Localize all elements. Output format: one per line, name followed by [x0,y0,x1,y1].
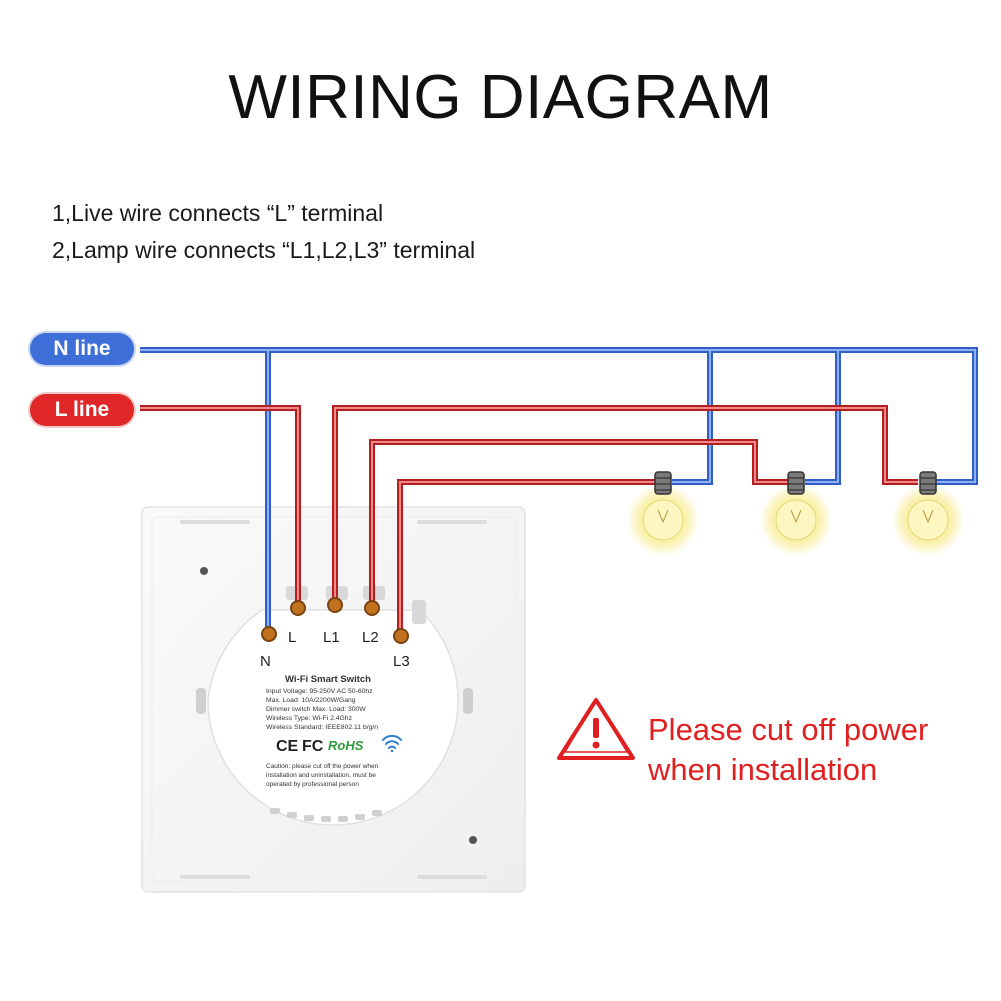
module-spec: Max. Load: 10A/2200W/Gang [266,697,356,704]
terminal-label-l2: L2 [362,629,379,646]
neutral-wires [140,347,978,632]
warning-triangle-icon [557,698,635,760]
mount-slot [463,688,473,714]
screw-hole [200,567,208,575]
terminal-label-l: L [288,629,296,646]
rohs-mark: RoHS [328,738,364,753]
module-caution: operated by professional person [266,781,359,788]
terminal-label-l3: L3 [393,653,410,670]
screw-hole [469,836,477,844]
smart-switch-module [207,586,459,826]
diagram-title: WIRING DIAGRAM [228,63,773,132]
terminal-screws [261,597,409,644]
ce-mark: CE [276,738,299,755]
warning-text-line-2: when installation [648,752,878,787]
wifi-icon [382,734,402,753]
fc-mark: FC [302,738,324,755]
live-wires [140,405,918,635]
mount-slot [196,688,206,714]
module-caution: installation and uninstallation, must be [266,772,376,779]
terminal-label-l1: L1 [323,629,340,646]
warning-text-line-1: Please cut off power [648,712,929,747]
instruction-lamp-wire: 2,Lamp wire connects “L1,L2,L3” terminal [52,237,476,263]
light-bulb-icon [627,471,699,556]
light-bulb-icon [760,471,832,556]
module-spec: Wireless Type: Wi-Fi 2.4Ghz [266,715,353,722]
n-line-label: N line [30,333,134,365]
module-title: Wi-Fi Smart Switch [285,674,371,685]
light-bulb-icon [892,471,964,556]
module-caution: Caution: please cut off the power when [266,763,379,770]
terminal-label-n: N [260,653,271,670]
module-spec: Wireless Standard: IEEE802.11 b/g/n [266,724,378,731]
instruction-live-wire: 1,Live wire connects “L” terminal [52,200,384,226]
module-spec: Dimmer switch Max. Load: 300W [266,706,366,713]
module-spec: Input Voltage: 95-250V AC 50-60hz [266,688,373,695]
module-label: Wi-Fi Smart Switch Input Voltage: 95-250… [266,674,402,788]
l-line-label: L line [30,394,134,426]
